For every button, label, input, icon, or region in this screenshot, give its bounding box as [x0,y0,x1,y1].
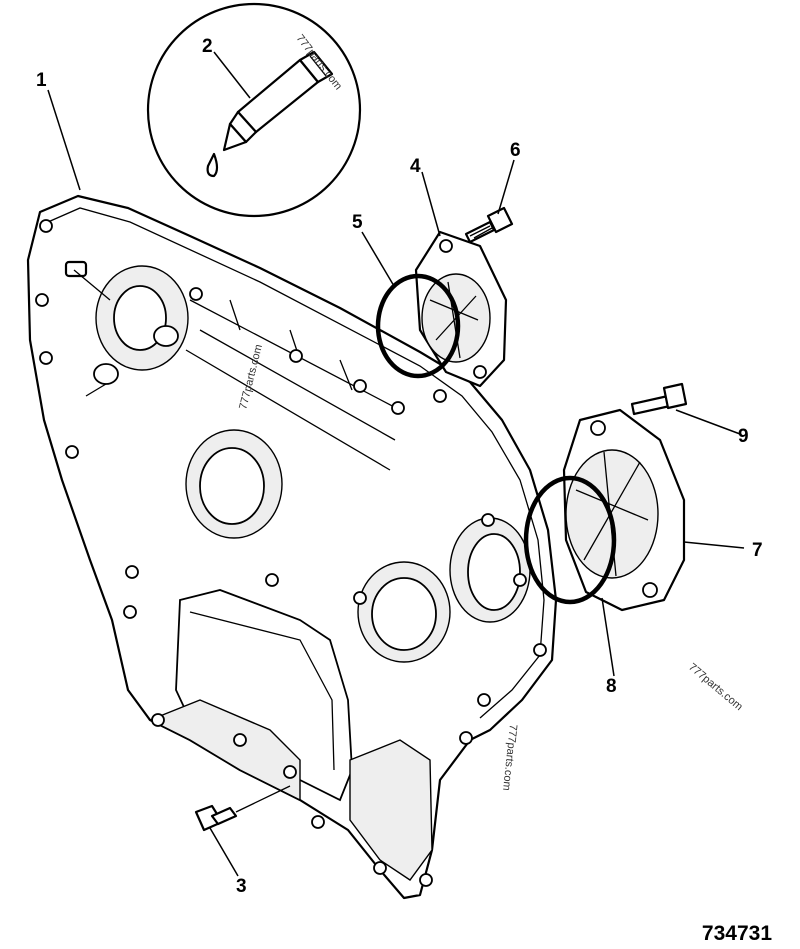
watermark-bottom: 777parts.com [500,724,519,792]
callout-2: 2 [202,36,213,57]
watermark-right: 777parts.com [686,661,745,713]
callout-9: 9 [738,426,749,447]
bolt-lower [630,382,688,416]
o-ring-upper [375,273,461,379]
callout-7: 7 [752,540,763,561]
callout-1: 1 [36,70,47,91]
sealant-detail [146,2,362,218]
drawing-number: 734731 [702,922,772,945]
callout-labels: 1 2 3 4 5 6 7 8 9 [36,36,763,897]
cover-plate-upper [375,230,508,388]
bolt-upper [464,206,514,244]
leader-lines [47,51,745,877]
cover-plate-lower [523,408,686,612]
callout-6: 6 [510,140,521,161]
bolt-bottom [194,785,291,832]
timing-case-housing [26,194,558,900]
o-ring-lower [523,475,617,605]
callout-4: 4 [410,156,421,177]
callout-8: 8 [606,676,617,697]
callout-5: 5 [352,212,363,233]
bolt-holes [35,219,547,887]
callout-3: 3 [236,876,247,897]
